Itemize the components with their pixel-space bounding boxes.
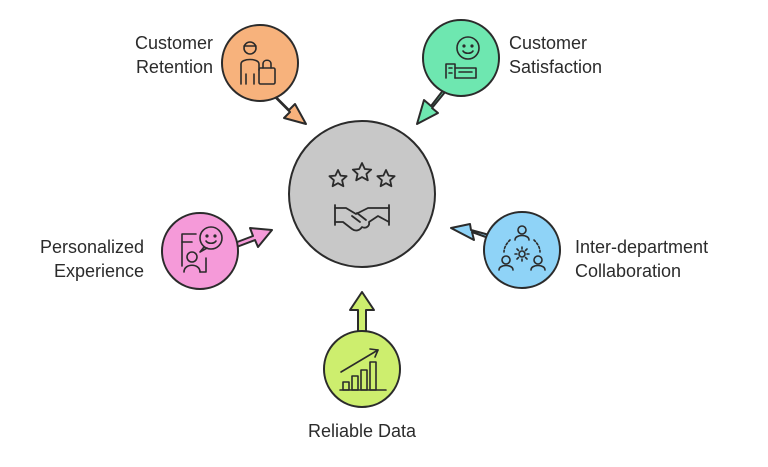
node-customer-retention bbox=[221, 24, 299, 102]
label-line: Retention bbox=[135, 57, 213, 77]
node-customer-satisfaction bbox=[422, 19, 500, 97]
center-node bbox=[288, 120, 436, 268]
growth-chart-icon bbox=[339, 348, 387, 391]
node-inter-department-collaboration bbox=[483, 211, 561, 289]
label-line: Customer bbox=[509, 33, 588, 53]
label-line: Customer bbox=[134, 33, 213, 53]
label-line: Experience bbox=[53, 261, 144, 281]
label-customer-satisfaction: Customer Satisfaction bbox=[509, 31, 602, 79]
label-reliable-data: Reliable Data bbox=[262, 419, 462, 443]
shopper-bag-icon bbox=[240, 41, 276, 85]
label-customer-retention: Customer Retention bbox=[135, 31, 213, 79]
label-line: Reliable Data bbox=[307, 421, 417, 441]
person-chat-icon bbox=[181, 226, 223, 273]
smiley-rating-icon bbox=[445, 36, 480, 79]
node-reliable-data bbox=[323, 330, 401, 408]
label-line: Satisfaction bbox=[509, 57, 603, 77]
label-line: Inter-department bbox=[575, 237, 709, 257]
label-personalized-experience: Personalized Experience bbox=[40, 235, 144, 283]
label-inter-department-collaboration: Inter-department Collaboration bbox=[575, 235, 708, 283]
label-line: Collaboration bbox=[575, 261, 682, 281]
stars-handshake-icon bbox=[328, 162, 396, 232]
label-line: Personalized bbox=[39, 237, 144, 257]
node-personalized-experience bbox=[161, 212, 239, 290]
team-gear-icon bbox=[498, 225, 546, 271]
